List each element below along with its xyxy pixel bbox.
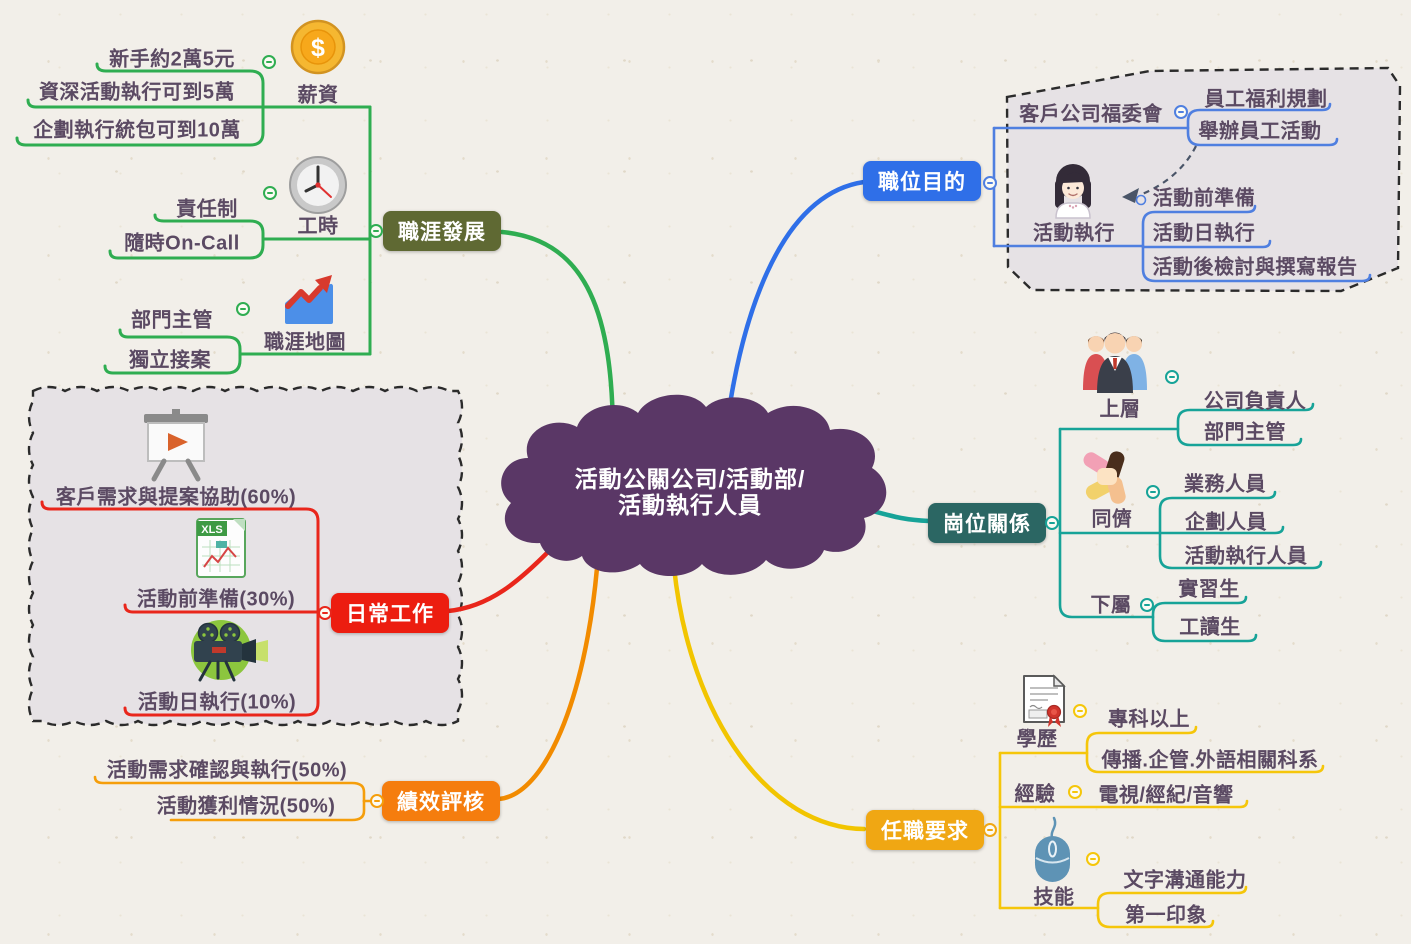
topic-upper-item-1[interactable]: 部門主管 <box>1204 421 1286 444</box>
topic-execution-item-1[interactable]: 活動日執行 <box>1152 222 1256 245</box>
career-branch-lines <box>15 62 372 375</box>
svg-text:XLS: XLS <box>201 524 222 536</box>
clock-icon <box>289 156 347 214</box>
collapse-toggle-evaluation[interactable] <box>370 794 384 808</box>
topic-map-item-0[interactable]: 部門主管 <box>131 309 213 332</box>
team-icon <box>1083 332 1147 393</box>
main-branch-curves <box>445 179 932 832</box>
collapse-toggle-committee[interactable] <box>1174 105 1188 119</box>
topic-committee-item-1[interactable]: 舉辦員工活動 <box>1198 120 1322 143</box>
collapse-toggle-relations[interactable] <box>1045 516 1059 530</box>
topic-lower-item-1[interactable]: 工讀生 <box>1179 616 1241 639</box>
topic-committee-item-0[interactable]: 員工福利規劃 <box>1204 88 1328 111</box>
topic-map-item-1[interactable]: 獨立接案 <box>129 349 211 372</box>
topic-execution-item-2[interactable]: 活動後檢討與撰寫報告 <box>1152 256 1358 279</box>
collapse-toggle-skill[interactable] <box>1086 852 1100 866</box>
topic-education-item-1[interactable]: 傳播.企管.外語相關科系 <box>1101 749 1319 772</box>
topic-skill[interactable]: 技能 <box>1033 886 1075 909</box>
topic-daily-proposal[interactable]: 客戶需求與提案協助(60%) <box>55 486 297 509</box>
requirement-branch-lines <box>998 725 1325 929</box>
presentation-screen-icon <box>144 409 208 482</box>
topic-experience-item-0[interactable]: 電視/經紀/音響 <box>1098 784 1234 807</box>
collapse-toggle-purpose[interactable] <box>983 176 997 190</box>
hands-together-icon <box>1083 451 1126 504</box>
relations-branch-lines <box>1058 402 1323 643</box>
collapse-toggle-salary[interactable] <box>262 55 276 69</box>
growth-chart-icon <box>285 275 333 324</box>
collapse-toggle-upper[interactable] <box>1165 370 1179 384</box>
collapse-toggle-daily[interactable] <box>318 606 332 620</box>
topic-committee[interactable]: 客戶公司福委會 <box>1019 103 1163 126</box>
topic-skill-item-0[interactable]: 文字溝通能力 <box>1123 869 1247 892</box>
topic-peer[interactable]: 同儕 <box>1091 508 1133 531</box>
topic-lower[interactable]: 下屬 <box>1090 594 1132 617</box>
topic-peer-item-2[interactable]: 活動執行人員 <box>1184 545 1308 568</box>
mouse-icon <box>1035 816 1070 882</box>
branch-daily-button[interactable]: 日常工作 <box>331 593 449 633</box>
topic-evaluation-item-0[interactable]: 活動需求確認與執行(50%) <box>106 759 348 782</box>
topic-salary[interactable]: 薪資 <box>297 84 339 107</box>
central-topic-line2[interactable]: 活動執行人員 <box>618 492 762 518</box>
topic-lower-item-0[interactable]: 實習生 <box>1178 578 1240 601</box>
topic-experience[interactable]: 經驗 <box>1014 783 1056 806</box>
topic-upper-item-0[interactable]: 公司負責人 <box>1203 390 1307 413</box>
purpose-boundary[interactable] <box>1005 66 1402 293</box>
topic-hours[interactable]: 工時 <box>297 215 339 238</box>
topic-upper[interactable]: 上層 <box>1099 398 1141 421</box>
collapse-toggle-hours[interactable] <box>263 186 277 200</box>
topic-hours-item-1[interactable]: 隨時On-Call <box>124 232 240 255</box>
collapse-toggle-requirement[interactable] <box>983 823 997 837</box>
topic-hours-item-0[interactable]: 責任制 <box>176 198 238 221</box>
branch-evaluation-button[interactable]: 績效評核 <box>382 781 500 821</box>
collapse-toggle-experience[interactable] <box>1068 785 1082 799</box>
relationship-arrow[interactable] <box>1122 145 1197 206</box>
branch-requirement-button[interactable]: 任職要求 <box>866 810 984 850</box>
collapse-toggle-career[interactable] <box>369 224 383 238</box>
spreadsheet-icon: XLS <box>196 518 246 578</box>
topic-daily-eventday[interactable]: 活動日執行(10%) <box>137 691 297 714</box>
branch-purpose-button[interactable]: 職位目的 <box>863 161 981 201</box>
branch-relations-button[interactable]: 崗位關係 <box>928 503 1046 543</box>
topic-peer-item-0[interactable]: 業務人員 <box>1184 473 1266 496</box>
topic-execution[interactable]: 活動執行 <box>1033 222 1115 245</box>
dollar-coin-icon: $ <box>290 19 346 75</box>
collapse-toggle-map[interactable] <box>236 302 250 316</box>
svg-text:$: $ <box>311 34 325 62</box>
central-topic-line1[interactable]: 活動公關公司/活動部/ <box>574 466 806 492</box>
branch-career-button[interactable]: 職涯發展 <box>383 211 501 251</box>
central-topic-cloud[interactable] <box>501 394 887 576</box>
topic-map[interactable]: 職涯地圖 <box>264 331 346 354</box>
topic-education[interactable]: 學歷 <box>1016 728 1058 751</box>
collapse-toggle-education[interactable] <box>1073 704 1087 718</box>
collapse-toggle-peer[interactable] <box>1146 485 1160 499</box>
video-camera-icon <box>191 620 268 682</box>
topic-daily-prep[interactable]: 活動前準備(30%) <box>136 588 296 611</box>
collapse-toggle-lower[interactable] <box>1140 598 1154 612</box>
topic-salary-item-0[interactable]: 新手約2萬5元 <box>109 48 235 71</box>
topic-execution-item-0[interactable]: 活動前準備 <box>1152 187 1256 210</box>
topic-salary-item-2[interactable]: 企劃執行統包可到10萬 <box>33 119 241 142</box>
woman-avatar-icon <box>1055 164 1091 219</box>
topic-evaluation-item-1[interactable]: 活動獲利情況(50%) <box>156 795 336 818</box>
topic-salary-item-1[interactable]: 資深活動執行可到5萬 <box>38 81 236 104</box>
certificate-icon <box>1023 674 1066 727</box>
topic-skill-item-1[interactable]: 第一印象 <box>1125 904 1207 927</box>
topic-education-item-0[interactable]: 專科以上 <box>1108 708 1190 731</box>
topic-peer-item-1[interactable]: 企劃人員 <box>1185 511 1267 534</box>
